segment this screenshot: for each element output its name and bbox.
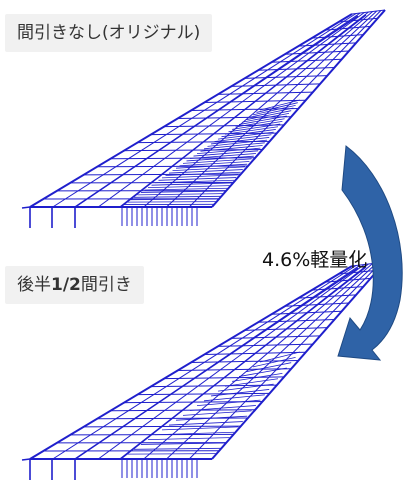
hatch-line	[165, 171, 241, 176]
hatch-line	[224, 378, 279, 387]
hatch-line	[154, 179, 235, 184]
span-line	[97, 264, 365, 460]
hatch-line	[210, 389, 270, 397]
hatch-line	[140, 190, 226, 193]
hatch-line	[214, 134, 272, 142]
hatch-line	[249, 107, 294, 118]
hatch-line	[196, 147, 261, 155]
top-model-label: 間引きなし(オリジナル)	[5, 14, 213, 52]
hatch-line	[238, 367, 287, 377]
hatch-line	[137, 193, 224, 196]
span-line	[75, 12, 361, 208]
hatch-line	[207, 139, 268, 147]
span-line	[166, 262, 378, 460]
hatch-line	[231, 121, 283, 130]
top-model-label-text: 間引きなし(オリジナル)	[17, 23, 201, 43]
hatch-line	[203, 142, 265, 150]
hatch-line	[172, 166, 246, 172]
span-line	[120, 11, 369, 208]
span-line	[97, 12, 365, 208]
hatch-line	[175, 415, 248, 421]
hatch-line	[203, 394, 265, 402]
hatch-line	[189, 405, 257, 411]
hatch-line	[144, 187, 228, 191]
hatch-line	[168, 169, 243, 174]
hatch-line	[235, 118, 285, 128]
span-line	[52, 265, 357, 460]
hatch-line	[168, 421, 243, 426]
hatch-line	[189, 153, 257, 159]
hatch-line	[228, 123, 281, 133]
hatch-line	[217, 383, 274, 392]
hatch-line	[256, 102, 298, 113]
hatch-line	[158, 177, 237, 181]
weight-reduction-label: 4.6%軽量化	[262, 249, 368, 271]
hatch-line	[126, 453, 217, 455]
hatch-line	[242, 112, 290, 123]
bottom-label-suffix: 間引き	[80, 275, 132, 295]
hatch-line	[140, 442, 226, 445]
span-line	[52, 13, 357, 208]
hatch-line	[126, 201, 217, 203]
hatch-line	[210, 137, 270, 145]
hatch-line	[161, 426, 239, 431]
hatch-line	[175, 163, 248, 169]
original-wireframe-model	[21, 9, 386, 228]
span-line	[188, 10, 382, 208]
hatch-line	[259, 99, 301, 111]
hatch-line	[231, 373, 283, 382]
hatch-line	[224, 126, 279, 135]
hatch-line	[245, 362, 292, 373]
span-line	[188, 262, 382, 460]
hatch-line	[193, 150, 259, 157]
hatch-line	[130, 198, 219, 201]
hatch-line	[238, 115, 287, 125]
hatch-line	[147, 437, 230, 440]
hatch-line	[252, 356, 296, 368]
thinned-wireframe-model	[21, 261, 386, 480]
hatch-line	[151, 182, 232, 186]
bottom-model-label: 後半1/2間引き	[5, 266, 144, 304]
hatch-line	[196, 399, 261, 407]
edge-tick-line	[21, 458, 31, 461]
span-line	[75, 264, 361, 460]
hatch-line	[147, 185, 230, 188]
hatch-line	[133, 447, 221, 450]
edge-tick-line	[21, 206, 31, 209]
hatch-line	[252, 104, 296, 116]
bottom-label-fraction: 1/2	[51, 275, 81, 295]
hatch-line	[186, 155, 254, 162]
span-line	[143, 263, 373, 460]
hatch-line	[221, 129, 276, 138]
curved-arrow-body	[337, 145, 403, 361]
hatch-line	[179, 161, 250, 167]
hatch-line	[217, 131, 274, 140]
hatch-line	[259, 351, 301, 363]
hatch-line	[200, 145, 263, 152]
hatch-line	[182, 410, 252, 416]
hatch-line	[182, 158, 252, 164]
span-line	[120, 263, 369, 460]
hatch-line	[133, 195, 221, 198]
hatch-line	[245, 110, 292, 121]
hatch-line	[154, 431, 235, 436]
hatch-line	[161, 174, 239, 179]
bottom-label-prefix: 後半	[17, 275, 51, 295]
